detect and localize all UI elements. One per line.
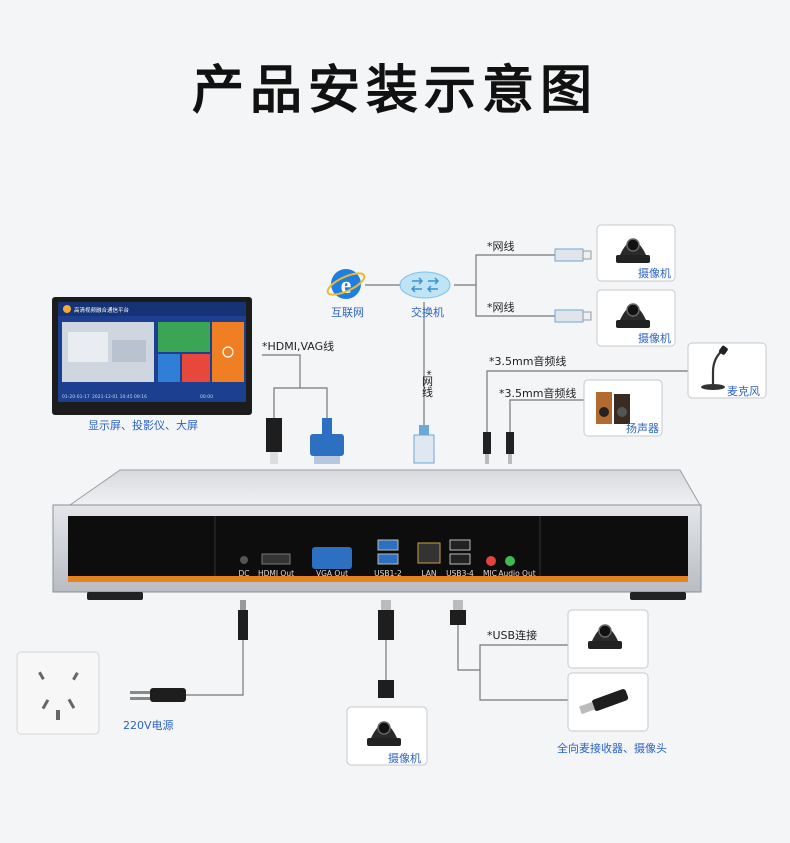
port-label: DC [238,569,249,578]
hdmi-port [261,553,291,565]
camera-card-top-2 [596,289,676,347]
dc-plug-icon [238,600,248,640]
connection-lines [186,254,696,701]
usb-dongle-icon [579,689,629,715]
usb-plug-icon [378,680,394,698]
usb-plug-icon [378,600,394,640]
port-labels: DC HDMI Out VGA Out USB1-2 LAN USB3-4 MI… [238,569,535,578]
audio-jack-icon [483,432,491,464]
audio-cable-label-1: *3.5mm音频线 [489,354,566,368]
ptz-camera-icon [616,238,650,263]
net-cable-label-1: *网线 [487,239,515,253]
speaker-label: 扬声器 [626,421,659,435]
network-switch-icon [399,271,451,299]
camera-label-top-1: 摄像机 [638,266,671,280]
audio-jack-icon [506,432,514,464]
page-title: 产品安装示意图 [191,61,598,121]
usb-port [449,553,471,565]
microphone-icon [701,345,728,390]
usb-plug-icon [450,600,466,625]
screen-footer-mid: 2021-12-01 10:45 09:16 [92,394,147,400]
audio-cable-label-2: *3.5mm音频线 [499,386,576,400]
power-label: 220V电源 [123,718,174,732]
switch-label: 交换机 [411,305,444,319]
usb-devices-label: 全向麦接收器、摄像头 [557,741,667,755]
screen-footer-left: 01-20-01-17 [62,394,90,400]
power-socket [16,651,100,735]
vga-port [312,547,352,569]
port-label: USB3-4 [446,569,474,578]
audio-out-port [505,556,515,566]
screen-footer-right: 00:00 [200,394,213,400]
power-plug-icon [130,688,186,702]
ptz-camera-icon [616,303,650,328]
camera-card-bottom [346,706,428,766]
camera-label-bottom: 摄像机 [388,751,421,765]
svg-text:e: e [341,273,352,299]
port-label: VGA Out [316,569,348,578]
speaker-icon [596,392,630,424]
hdmi-vga-cable-label: *HDMI,VAG线 [262,339,334,353]
microphone-label: 麦克风 [727,385,760,398]
camera-label-top-2: 摄像机 [638,331,671,345]
host-device [52,469,702,600]
port-label: LAN [421,569,436,578]
usb-cable-label: *USB连接 [487,629,537,642]
internet-icon: e [326,269,366,299]
port-label: HDMI Out [258,569,294,578]
camera-card-top-1 [596,224,676,282]
port-label: Audio Out [498,569,535,578]
lan-plug-icon [413,425,435,464]
hdmi-plug-icon [266,418,282,464]
port-label: USB1-2 [374,569,402,578]
screen-app-title: 高清视频融合通信平台 [74,306,130,314]
usb-port [449,539,471,551]
usb-receiver-card [567,672,649,732]
internet-label: 互联网 [331,306,364,319]
vga-plug-icon [310,418,344,464]
dc-port [240,556,248,564]
svg-text:*网线: *网线 [421,370,434,398]
usb-port [377,553,399,565]
display-label: 显示屏、投影仪、大屏 [88,418,198,432]
usb-port [377,539,399,551]
speaker-card [583,379,663,437]
port-label: MIC [483,569,497,578]
lan-port [417,542,441,564]
net-cable-label-2: *网线 [487,300,515,314]
ptz-camera-icon [588,624,622,649]
mic-port [486,556,496,566]
ptz-camera-icon [367,721,401,746]
rj45-plug-icon [554,309,592,323]
net-cable-label-vertical: *网线 [421,370,434,398]
usb-camera-card [567,609,649,669]
microphone-card [687,342,767,399]
rj45-plug-icon [554,248,592,262]
display-screen: 高清视频融合通信平台 01-20-01-17 2021-12-01 10:45 … [52,297,252,415]
